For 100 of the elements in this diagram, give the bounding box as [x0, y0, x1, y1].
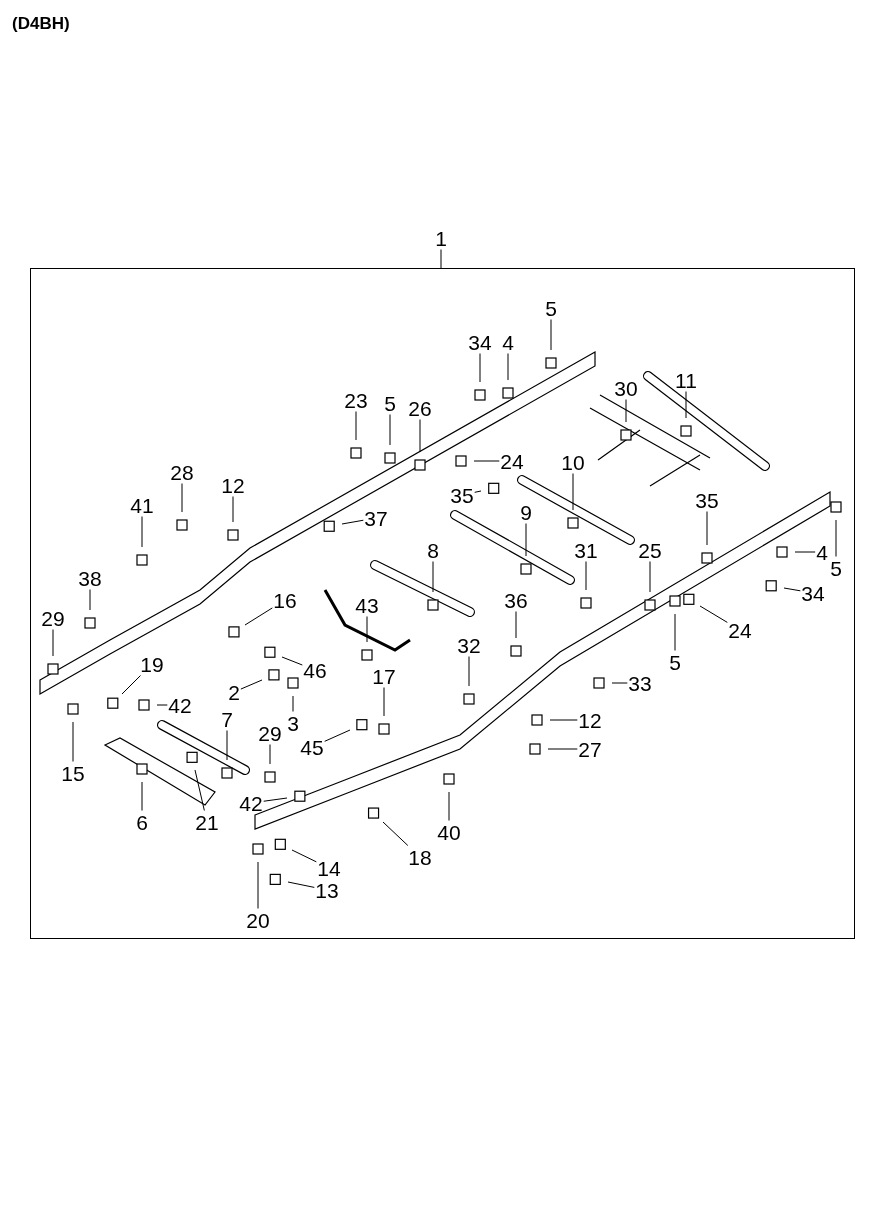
leader-line [287, 881, 315, 888]
leader-line [141, 781, 143, 811]
leader-line [585, 561, 587, 591]
leader-line [525, 523, 527, 557]
callout-number: 19 [140, 653, 164, 675]
callout-number: 31 [574, 539, 598, 561]
callout-number: 6 [136, 811, 148, 833]
callout-number: 14 [317, 857, 341, 879]
callout-number: 5 [830, 557, 842, 579]
callout-number: 8 [427, 539, 439, 561]
leader-line [89, 589, 91, 611]
callout-number: 45 [300, 736, 324, 758]
callout-number: 32 [457, 634, 481, 656]
leader-line [263, 797, 288, 802]
callout-number: 7 [221, 708, 233, 730]
parts-frame [30, 268, 855, 939]
callout-number: 15 [61, 762, 85, 784]
leader-line [240, 679, 263, 690]
leader-line [515, 611, 517, 639]
leader-line [550, 319, 552, 351]
callout-number: 11 [675, 369, 697, 391]
leader-line [291, 849, 317, 863]
leader-line [473, 460, 500, 462]
callout-number: 30 [614, 377, 638, 399]
leader-line [649, 561, 651, 593]
leader-line [292, 695, 294, 712]
leader-line [547, 748, 578, 750]
callout-number: 17 [372, 665, 396, 687]
leader-line [141, 516, 143, 548]
callout-number: 38 [78, 567, 102, 589]
leader-line [52, 629, 54, 657]
leader-line [479, 353, 481, 383]
callout-number: 34 [468, 331, 492, 353]
leader-line [835, 519, 837, 557]
callout-number: 29 [258, 722, 282, 744]
callout-number: 26 [408, 397, 432, 419]
leader-line [156, 704, 168, 706]
callout-number: 2 [228, 681, 240, 703]
diagram-title: (D4BH) [12, 14, 70, 34]
callout-number: 5 [669, 651, 681, 673]
callout-number: 24 [728, 619, 752, 641]
callout-number: 42 [168, 694, 192, 716]
callout-number: 34 [801, 582, 825, 604]
callout-number: 3 [287, 712, 299, 734]
callout-number: 1 [435, 227, 447, 249]
callout-number: 9 [520, 501, 532, 523]
leader-line [382, 821, 409, 846]
leader-line [699, 605, 728, 623]
leader-line [232, 496, 234, 523]
leader-line [355, 411, 357, 441]
leader-line [468, 656, 470, 687]
callout-number: 4 [816, 541, 828, 563]
leader-line [706, 511, 708, 546]
leader-line [72, 721, 74, 762]
leader-line [341, 519, 364, 525]
callout-number: 18 [408, 846, 432, 868]
leader-line [611, 682, 628, 684]
leader-line [181, 483, 183, 513]
callout-number: 12 [221, 474, 245, 496]
leader-line [281, 656, 303, 666]
callout-number: 35 [695, 489, 719, 511]
callout-number: 29 [41, 607, 65, 629]
leader-line [549, 719, 578, 721]
leader-line [794, 551, 816, 553]
leader-line [226, 730, 228, 761]
leader-line [507, 353, 509, 381]
leader-line [440, 249, 442, 269]
leader-line [685, 391, 687, 419]
leader-line [269, 744, 271, 765]
callout-number: 37 [364, 507, 388, 529]
callout-number: 40 [437, 821, 461, 843]
leader-line [324, 729, 351, 742]
leader-line [448, 791, 450, 821]
callout-number: 25 [638, 539, 662, 561]
callout-number: 43 [355, 594, 379, 616]
leader-line [783, 587, 801, 592]
callout-number: 36 [504, 589, 528, 611]
leader-line [432, 561, 434, 593]
callout-number: 42 [239, 792, 263, 814]
callout-number: 33 [628, 672, 652, 694]
leader-line [674, 613, 676, 651]
leader-line [572, 473, 574, 511]
callout-number: 23 [344, 389, 368, 411]
leader-line [244, 607, 273, 626]
callout-number: 28 [170, 461, 194, 483]
callout-number: 35 [450, 484, 474, 506]
callout-number: 13 [315, 879, 339, 901]
leader-line [419, 419, 421, 453]
leader-line [121, 675, 141, 695]
callout-number: 5 [384, 392, 396, 414]
leader-line [366, 616, 368, 643]
callout-number: 10 [561, 451, 585, 473]
callout-number: 27 [578, 738, 602, 760]
leader-line [257, 861, 259, 909]
callout-number: 12 [578, 709, 602, 731]
callout-number: 24 [500, 450, 524, 472]
callout-number: 16 [273, 589, 297, 611]
callout-number: 20 [246, 909, 270, 931]
callout-number: 41 [130, 494, 154, 516]
callout-number: 4 [502, 331, 514, 353]
